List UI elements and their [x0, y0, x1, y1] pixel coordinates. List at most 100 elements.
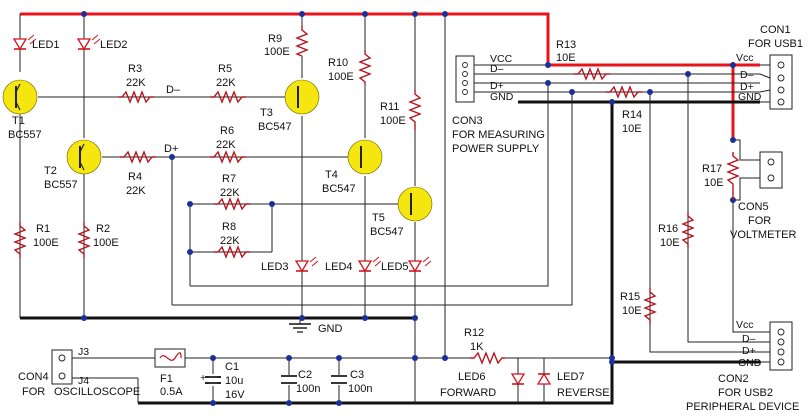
resistor-r8: [214, 245, 250, 259]
con1-pin-gnd: GND: [738, 91, 762, 103]
con4-pin-j3: J3: [78, 346, 89, 358]
transistor-t1: [2, 79, 38, 115]
led6-label: LED6: [458, 371, 486, 383]
led5-label: LED5: [381, 261, 409, 273]
con2-pin-dplus: D+: [742, 345, 756, 357]
capacitor-c2: [280, 375, 298, 385]
led7-symbol: [536, 358, 552, 403]
resistor-r1: [13, 222, 27, 258]
r3-label: R3: [128, 63, 142, 75]
r16-value: 10E: [660, 237, 680, 249]
r12-label: R12: [464, 327, 484, 339]
con3-pin-dplus: D+: [490, 80, 504, 92]
resistor-r9: [295, 26, 309, 57]
r8-label: R8: [222, 221, 236, 233]
c3-value: 100n: [348, 383, 372, 395]
resistor-r6: [210, 150, 246, 164]
r17-label: R17: [702, 163, 722, 175]
resistor-r15: [643, 288, 657, 324]
r2-label: R2: [96, 223, 110, 235]
t1-label: T1: [12, 115, 25, 127]
con1-pin-dplus: D+: [740, 81, 754, 93]
r14-label: R14: [622, 109, 642, 121]
ground-symbol: [289, 323, 311, 333]
con3-desc: FOR MEASURING: [452, 129, 545, 141]
r6-label: R6: [220, 125, 234, 137]
con3-pin-gnd: GND: [490, 91, 514, 103]
con2-pin-gnd: GND: [738, 357, 762, 369]
led1-label: LED1: [32, 39, 60, 51]
transistor-t3: [284, 79, 320, 115]
led4-label: LED4: [325, 261, 353, 273]
r9-value: 100E: [264, 46, 290, 58]
c1-plus: +: [200, 372, 206, 384]
con3-connector: [455, 55, 475, 103]
resistor-r12: [470, 351, 505, 365]
r1-label: R1: [36, 223, 50, 235]
r7-value: 22K: [220, 187, 240, 199]
r4-label: R4: [128, 171, 142, 183]
con2-pin-vcc: Vcc: [736, 319, 754, 331]
r13-value: 10E: [556, 52, 576, 64]
con4-label: CON4: [18, 371, 49, 383]
r10-value: 100E: [328, 71, 354, 83]
r11-value: 100E: [380, 115, 406, 127]
resistor-r10: [358, 50, 372, 84]
led6-symbol: [510, 358, 526, 403]
t3-label: T3: [260, 107, 273, 119]
con4-desc2: OSCILLOSCOPE: [54, 386, 140, 398]
resistor-r16: [681, 212, 695, 248]
con5-desc: FOR: [748, 215, 771, 227]
r9-label: R9: [268, 33, 282, 45]
con1-pin-vcc: Vcc: [736, 52, 754, 64]
con2-desc2: PERIPHERAL DEVICE: [686, 401, 799, 413]
r12-value: 1K: [470, 341, 484, 353]
resistor-r13: [574, 67, 610, 81]
con1-pin-dminus: D–: [740, 69, 754, 81]
con1-desc: FOR USB1: [748, 38, 803, 50]
signal-wires: [19, 14, 760, 403]
resistor-r7: [214, 197, 250, 211]
transistor-t5: [397, 186, 433, 222]
con5-connector: [759, 151, 783, 189]
r15-label: R15: [620, 291, 640, 303]
transistor-t4: [347, 139, 383, 175]
junction-dots: [81, 11, 736, 406]
con4-pin-j4: J4: [78, 375, 89, 387]
led7-desc: REVERSE: [557, 387, 610, 399]
fuse-f1: [154, 348, 186, 368]
led6-desc: FORWARD: [440, 387, 496, 399]
capacitor-c3: [330, 375, 348, 385]
con4-connector: [51, 349, 73, 385]
t5-label: T5: [372, 212, 385, 224]
r13-label: R13: [556, 39, 576, 51]
resistor-r17: [726, 152, 740, 200]
d-plus-label: D+: [164, 143, 178, 155]
c3-label: C3: [350, 369, 364, 381]
r14-value: 10E: [622, 123, 642, 135]
resistor-r14: [606, 85, 642, 99]
t1-type: BC557: [8, 129, 42, 141]
led4-symbol: [358, 256, 382, 272]
resistor-r11: [408, 90, 422, 130]
f1-label: F1: [160, 373, 173, 385]
resistor-r5: [210, 90, 246, 104]
r4-value: 22K: [126, 185, 146, 197]
t2-label: T2: [44, 165, 57, 177]
con2-pin-dminus: D–: [742, 333, 756, 345]
f1-value: 0.5A: [160, 386, 183, 398]
con2-label: CON2: [718, 373, 749, 385]
d-minus-label: D–: [166, 84, 181, 96]
con2-connector: [769, 321, 793, 371]
r5-label: R5: [218, 63, 232, 75]
t5-type: BC547: [370, 226, 404, 238]
r17-value: 10E: [704, 177, 724, 189]
r1-value: 100E: [33, 237, 59, 249]
c2-label: C2: [298, 369, 312, 381]
c1-label: C1: [225, 361, 239, 373]
led2-symbol: [77, 34, 101, 50]
r5-value: 22K: [216, 77, 236, 89]
t4-label: T4: [325, 169, 338, 181]
con3-label: CON3: [452, 115, 483, 127]
con4-desc: FOR: [22, 386, 45, 398]
